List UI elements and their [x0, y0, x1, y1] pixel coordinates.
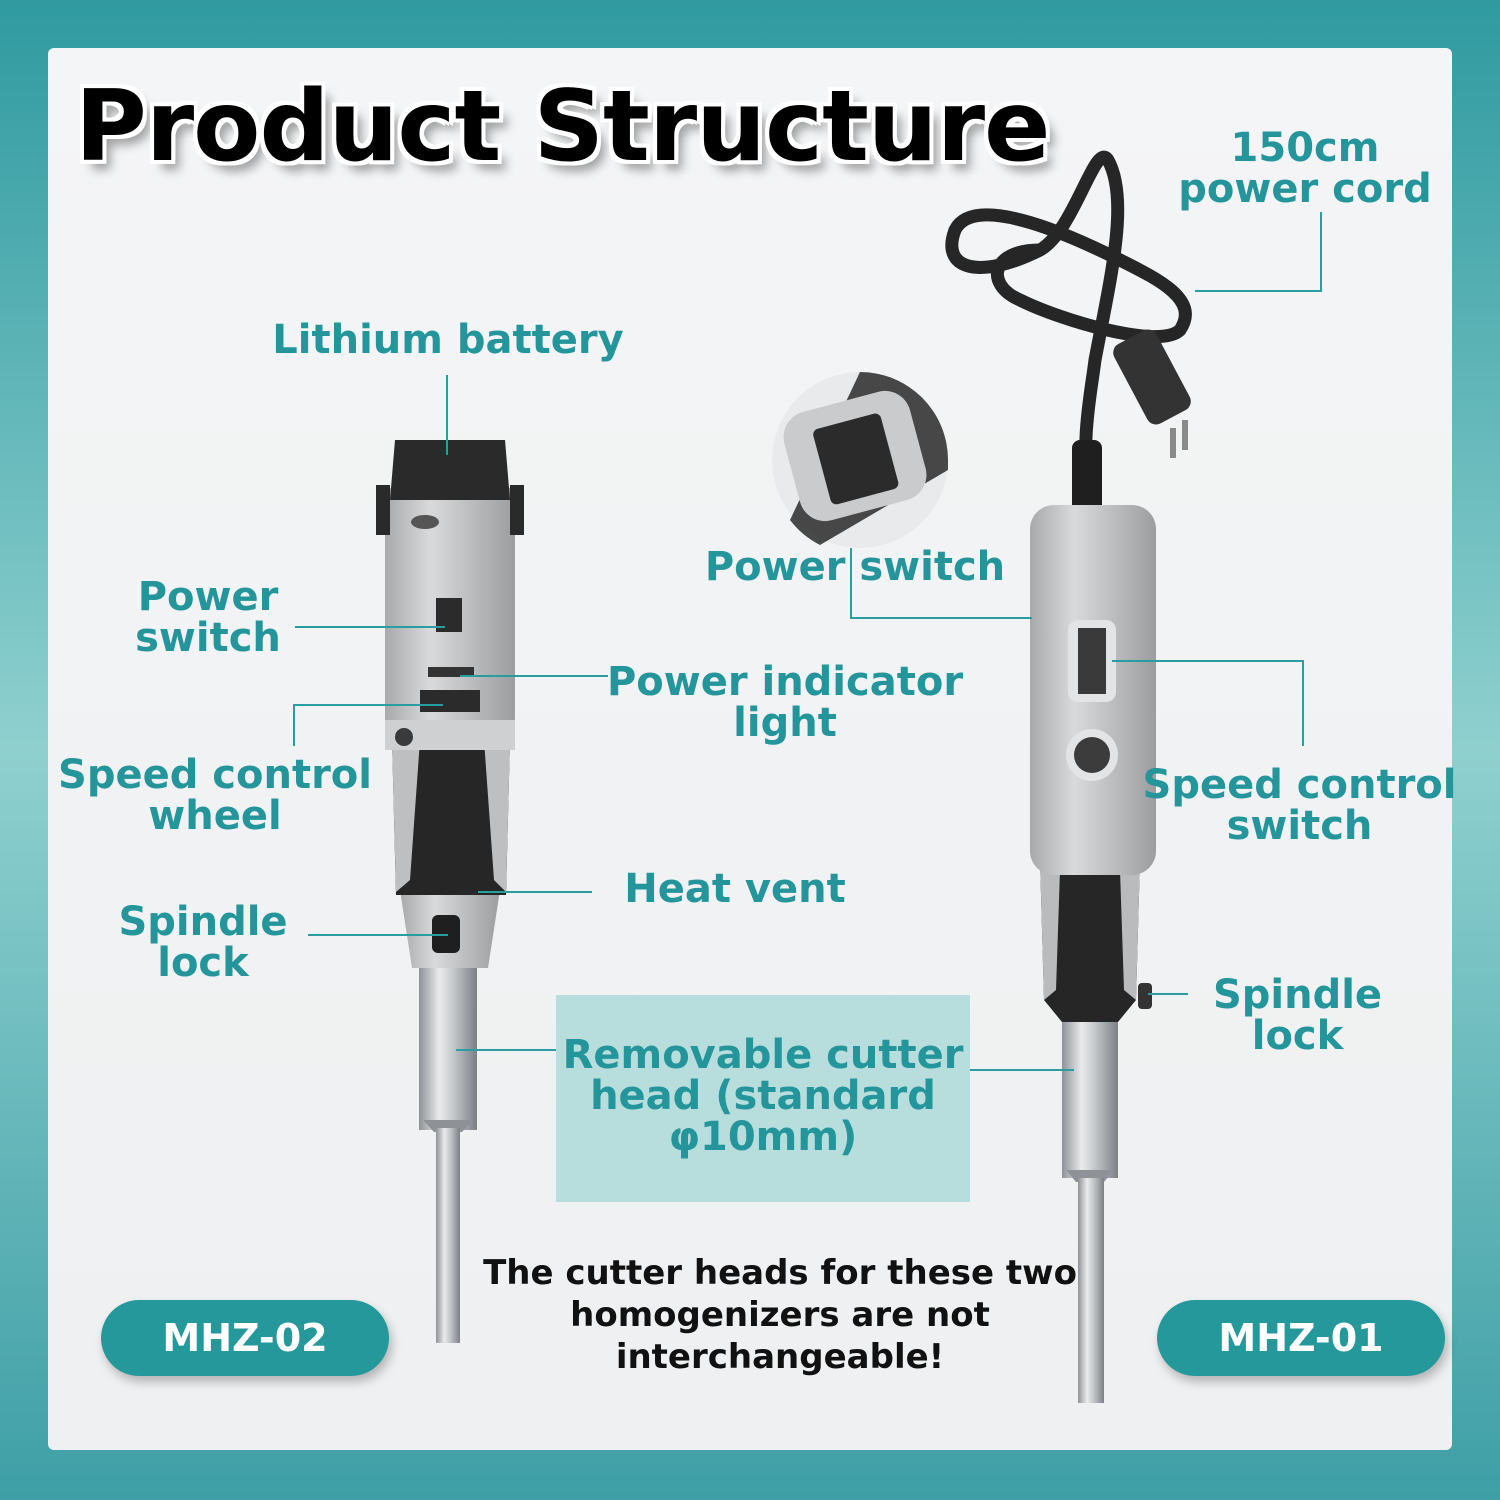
power-switch-magnifier — [772, 372, 948, 548]
label-speed-control-wheel: Speed control wheel — [58, 752, 372, 839]
label-heat-vent: Heat vent — [624, 866, 846, 912]
mhz01-cutter-lower — [1078, 1178, 1104, 1403]
label-power-switch-right: Power switch — [704, 544, 1006, 590]
content-panel — [48, 48, 1452, 1450]
mhz01-power-cord — [945, 150, 1192, 512]
line-power-cord-v — [1320, 212, 1322, 292]
label-power-switch-left: Power switch — [135, 574, 281, 661]
model-badge-mhz-02: MHZ-02 — [101, 1300, 389, 1376]
compatibility-note: The cutter heads for these two homogeniz… — [483, 1253, 1077, 1377]
label-spindle-lock-left: Spindle lock — [118, 899, 288, 986]
line-power-switch-right-v — [850, 548, 852, 618]
line-cutter-right — [970, 1069, 1074, 1071]
mhz01-spindle-lock-button — [1138, 983, 1152, 1009]
line-power-switch-right-h — [850, 617, 1032, 619]
label-removable-cutter-head: Removable cutter head (standard φ10mm) — [562, 1032, 964, 1160]
line-power-switch-left — [295, 626, 445, 628]
label-lithium-battery: Lithium battery — [272, 317, 624, 363]
line-spindle-lock-left — [308, 934, 448, 936]
line-lithium-battery — [446, 375, 448, 455]
mhz-01-device — [945, 150, 1192, 1403]
mhz02-cutter-lower — [436, 1128, 460, 1343]
cutter-head-callout — [556, 995, 970, 1202]
label-speed-control-switch: Speed control switch — [1142, 762, 1457, 849]
line-speed-switch-h — [1112, 660, 1304, 662]
line-heat-vent — [478, 891, 592, 893]
label-spindle-lock-right: Spindle lock — [1212, 972, 1383, 1059]
line-speed-wheel-v — [293, 704, 295, 746]
line-power-cord-h — [1195, 290, 1322, 292]
mhz-02-device — [376, 440, 524, 1343]
line-power-indicator — [460, 675, 608, 677]
page-title: Product Structure — [75, 70, 1050, 184]
line-cutter-left — [456, 1049, 560, 1051]
line-speed-switch-v — [1302, 660, 1304, 746]
mhz01-speed-switch — [1078, 628, 1106, 694]
label-power-cord: 150cm power cord — [1178, 125, 1432, 212]
label-power-indicator-light: Power indicator light — [606, 659, 964, 746]
mhz02-battery — [390, 440, 510, 500]
mhz01-cutter-upper — [1062, 1018, 1118, 1178]
model-badge-mhz-01: MHZ-01 — [1157, 1300, 1445, 1376]
mhz01-plug — [1113, 329, 1191, 425]
line-spindle-lock-right — [1148, 993, 1188, 995]
line-speed-wheel-h — [293, 704, 443, 706]
mhz02-cutter-upper — [419, 965, 477, 1130]
